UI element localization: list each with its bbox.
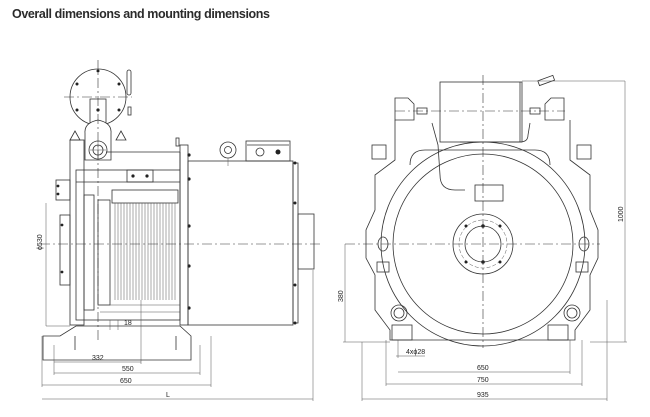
dim-750: 750 xyxy=(477,377,489,384)
dim-holes: 4xϕ28 xyxy=(406,349,425,356)
dim-18: 18 xyxy=(124,320,132,327)
dim-center-height: 380 xyxy=(338,290,345,302)
fin-header xyxy=(111,189,179,204)
dim-diameter: ϕ530 xyxy=(37,234,44,250)
dim-650-front: 650 xyxy=(477,365,489,372)
dim-length: L xyxy=(166,392,170,399)
top-block xyxy=(439,81,523,143)
side-view: ϕ530 18 332 550 650 L xyxy=(37,60,320,401)
flange xyxy=(179,144,189,326)
dim-550: 550 xyxy=(122,366,134,373)
brake-lever xyxy=(126,69,132,96)
terminal-box xyxy=(245,140,291,162)
dim-650: 650 xyxy=(120,378,132,385)
housing xyxy=(365,120,599,341)
eyebolt xyxy=(219,141,237,159)
dim-935: 935 xyxy=(477,392,489,399)
page-title: Overall dimensions and mounting dimensio… xyxy=(12,7,270,21)
dim-height: 1000 xyxy=(618,206,625,222)
dim-332: 332 xyxy=(92,355,104,362)
front-view: 1000 380 4xϕ28 650 750 935 xyxy=(338,74,627,401)
cooling-fins xyxy=(114,203,176,300)
base-frame xyxy=(42,325,192,361)
motor-body xyxy=(187,160,294,326)
